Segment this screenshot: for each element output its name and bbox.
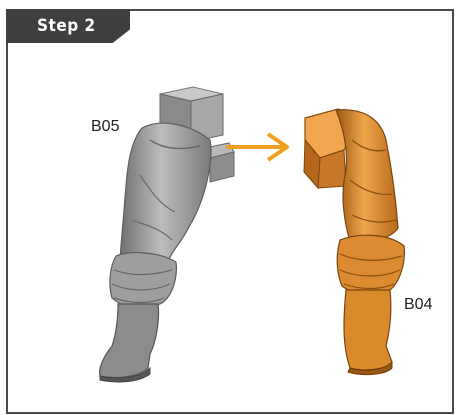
arrow-right-icon [226, 134, 287, 160]
part-b04-leg [304, 109, 404, 375]
part-label-b05: B05 [91, 118, 119, 136]
part-b05-leg [100, 87, 234, 382]
part-label-b04: B04 [404, 296, 432, 314]
